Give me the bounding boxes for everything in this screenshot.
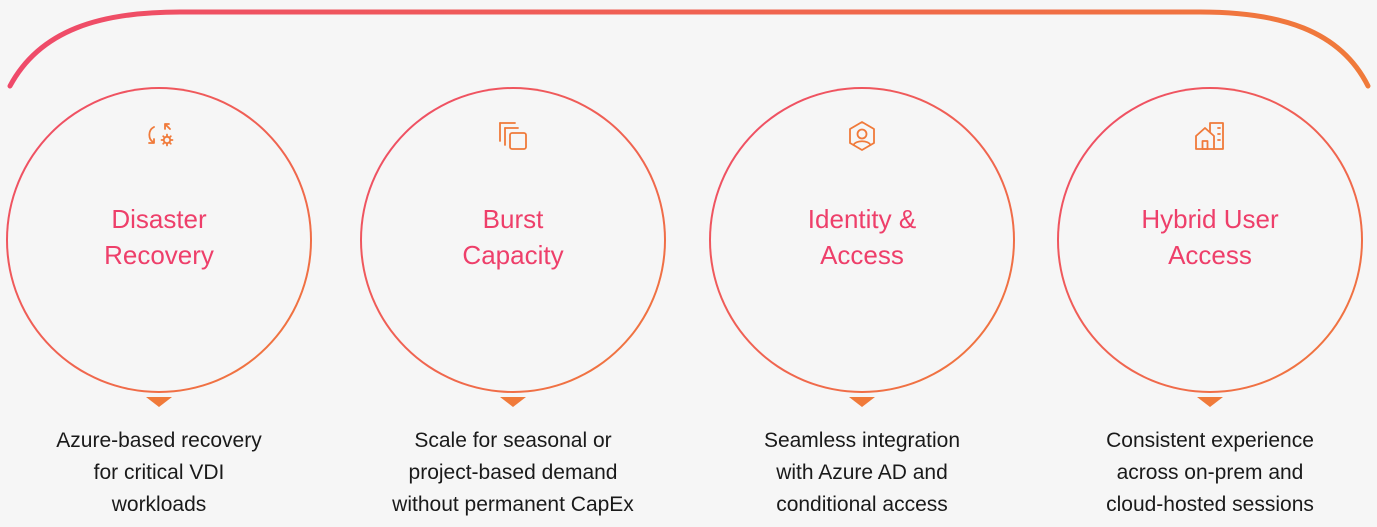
card-disaster-recovery: Disaster Recovery Azure-based recovery f…	[0, 87, 318, 527]
card-circle	[1057, 87, 1363, 393]
card-description-line: Azure-based recovery	[56, 429, 262, 452]
card-description-line: for critical VDI	[93, 461, 225, 484]
card-description-line: project-based demand	[408, 461, 618, 484]
card-description: Azure-based recovery for critical VDI wo…	[0, 425, 318, 521]
card-description-line: workloads	[111, 493, 207, 516]
card-burst-capacity: Burst Capacity Scale for seasonal or pro…	[354, 87, 672, 527]
card-circle	[6, 87, 312, 393]
copy-stack-icon	[493, 117, 533, 157]
card-title: Disaster Recovery	[0, 201, 318, 273]
card-description: Scale for seasonal or project-based dema…	[354, 425, 672, 521]
user-shield-icon	[842, 117, 882, 157]
card-description-line: with Azure AD and	[776, 461, 948, 484]
card-circle	[360, 87, 666, 393]
home-building-icon	[1190, 117, 1230, 157]
card-description-line: across on-prem and	[1116, 461, 1304, 484]
card-title-line: Burst	[482, 204, 544, 234]
card-title-line: Access	[820, 240, 904, 270]
card-description: Consistent experience across on-prem and…	[1051, 425, 1369, 521]
card-description: Seamless integration with Azure AD and c…	[703, 425, 1021, 521]
card-title-line: Recovery	[104, 240, 214, 270]
card-description-line: conditional access	[776, 493, 948, 516]
card-title-line: Capacity	[462, 240, 564, 270]
card-title-line: Identity &	[807, 204, 917, 234]
card-identity-access: Identity & Access Seamless integration w…	[703, 87, 1021, 527]
card-description-line: without permanent CapEx	[392, 493, 634, 516]
card-title-line: Hybrid User	[1141, 204, 1279, 234]
down-arrow-icon	[849, 397, 875, 407]
card-description-line: Seamless integration	[763, 429, 961, 452]
card-title-line: Access	[1168, 240, 1252, 270]
disaster-recovery-icon	[139, 117, 179, 157]
card-title: Identity & Access	[703, 201, 1021, 273]
card-description-line: cloud-hosted sessions	[1106, 493, 1314, 516]
card-title-line: Disaster	[111, 204, 207, 234]
card-hybrid-user-access: Hybrid User Access Consistent experience…	[1051, 87, 1369, 527]
down-arrow-icon	[146, 397, 172, 407]
card-description-line: Consistent experience	[1106, 429, 1314, 452]
card-description-line: Scale for seasonal or	[414, 429, 612, 452]
connector-arc	[7, 9, 1371, 89]
card-title: Burst Capacity	[354, 201, 672, 273]
down-arrow-icon	[500, 397, 526, 407]
down-arrow-icon	[1197, 397, 1223, 407]
card-title: Hybrid User Access	[1051, 201, 1369, 273]
